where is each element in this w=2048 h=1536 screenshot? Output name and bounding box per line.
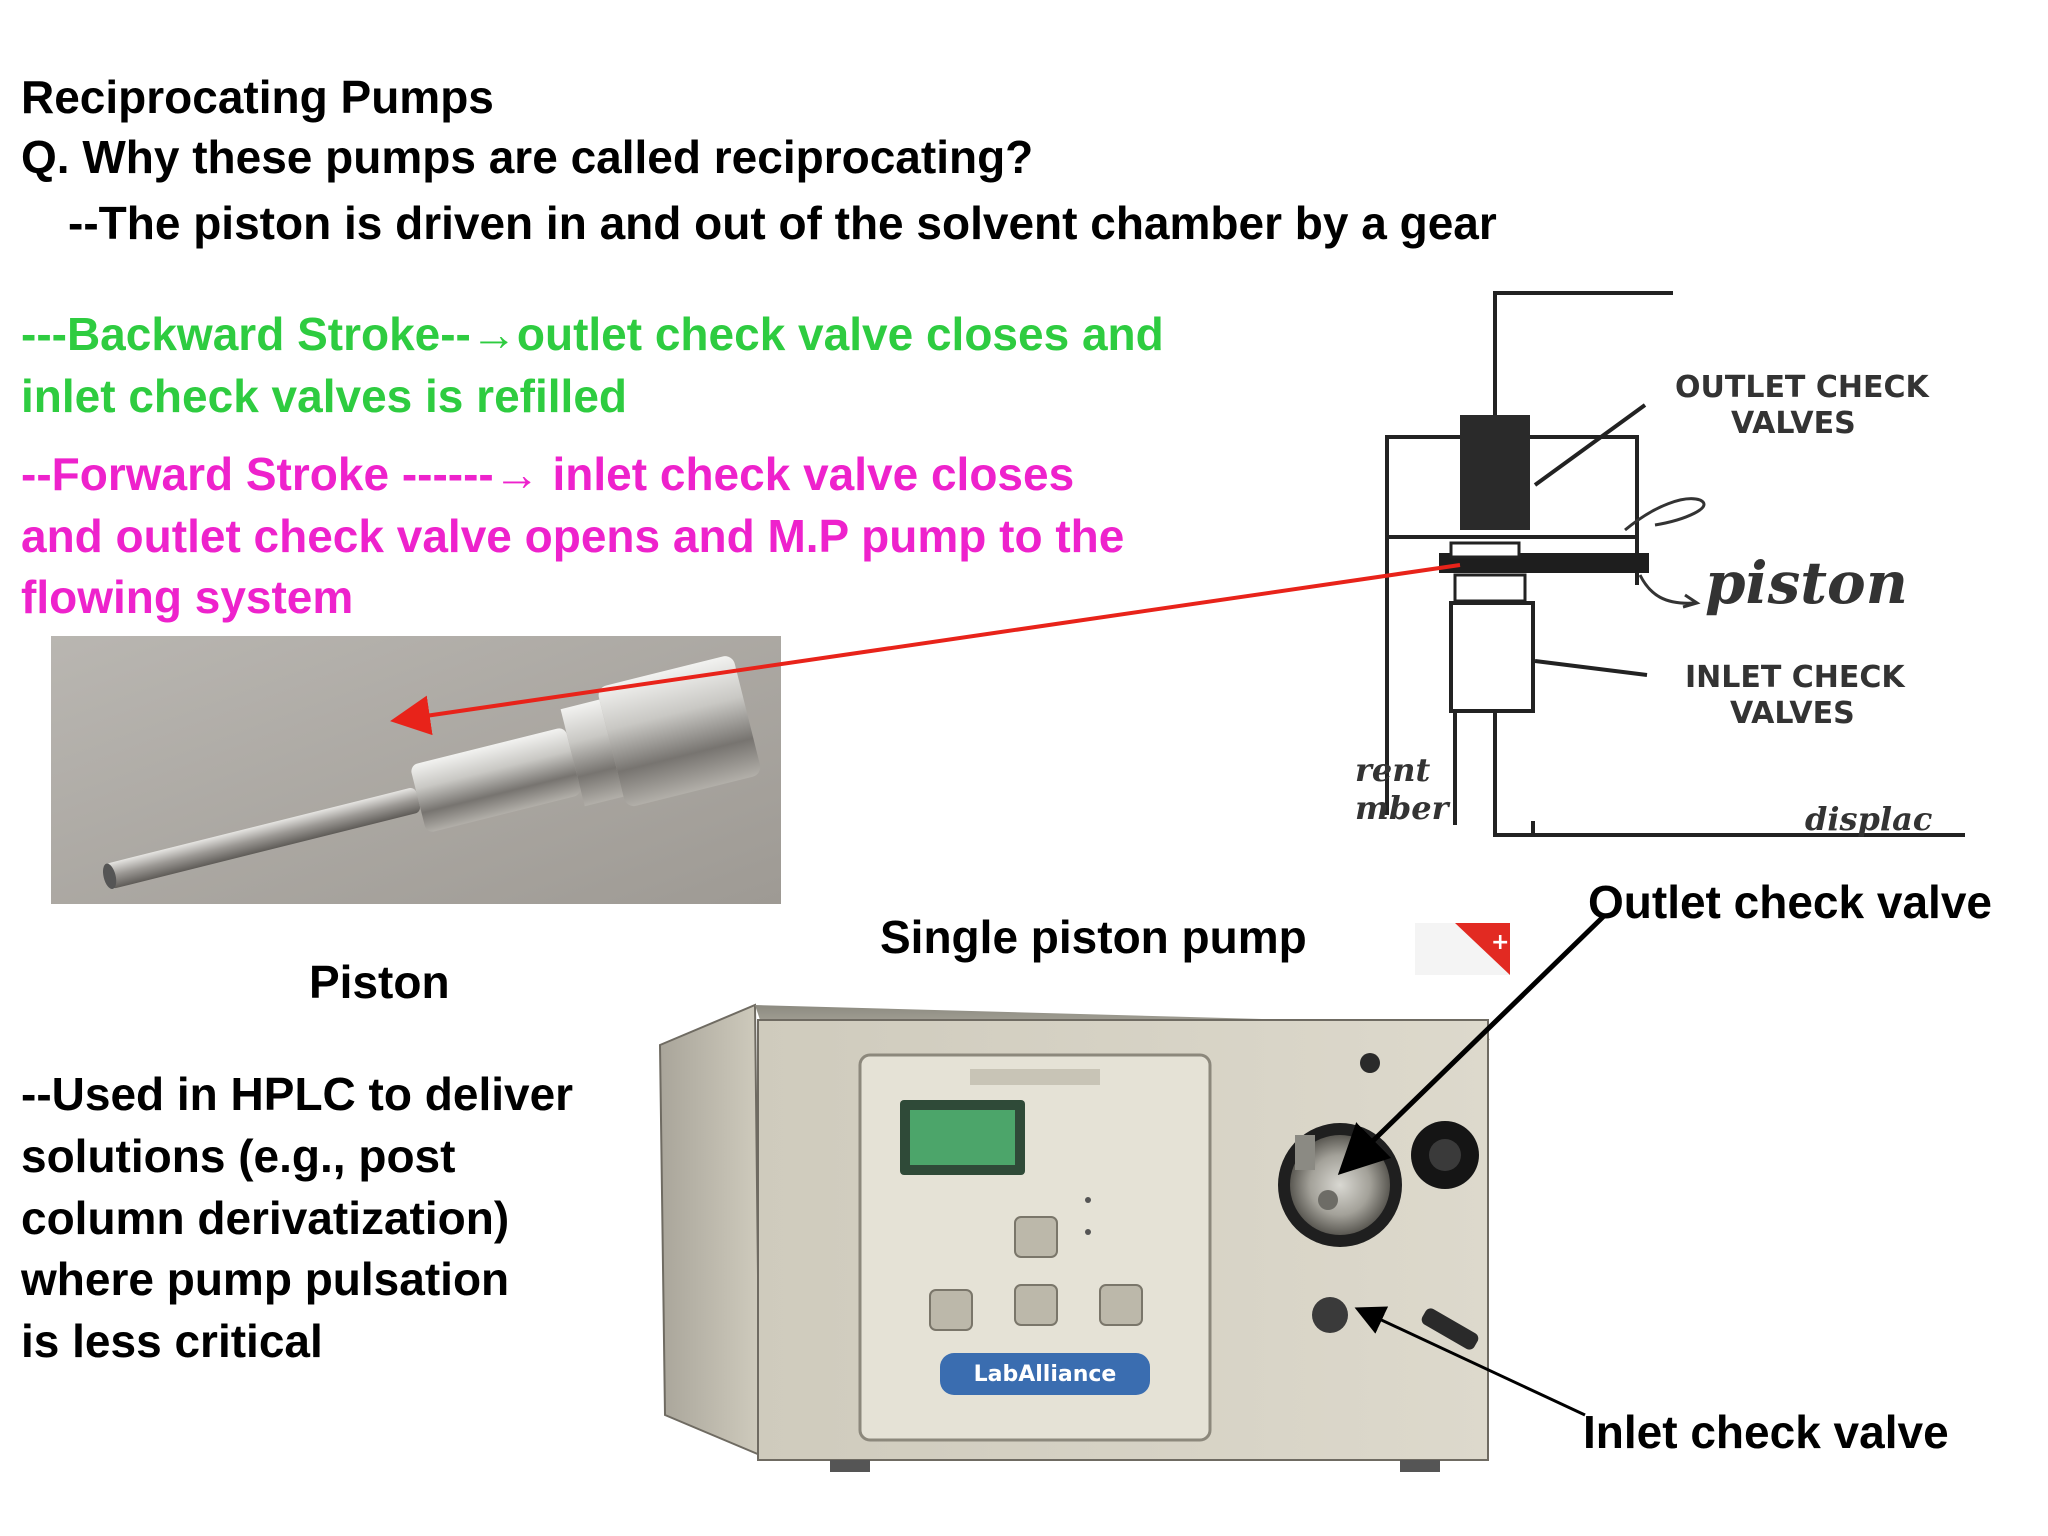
forward-stroke-line-2: and outlet check valve opens and M.P pum… [21,510,1125,562]
usage-line-1: --Used in HPLC to deliver [21,1068,574,1120]
solvent-label-1: rent [1355,751,1430,789]
forward-stroke-line-1: --Forward Stroke ------→ inlet check val… [21,448,1075,500]
outlet-check-valve-drawing [1460,415,1530,530]
outlet-check-valve-caption: Outlet check valve [1588,876,1992,928]
usage-line-5: is less critical [21,1315,323,1367]
answer-text: --The piston is driven in and out of the… [68,197,1497,249]
panel-button-left[interactable] [929,1289,973,1331]
panel-button-right[interactable] [1099,1284,1143,1326]
usage-line-3: column derivatization) [21,1192,510,1244]
pump-schematic: OUTLET CHECK VALVES piston INLET CHECK V… [1355,285,1975,850]
single-piston-pump-caption: Single piston pump [880,911,1307,963]
question-text: Q. Why these pumps are called reciprocat… [21,131,1034,183]
piston-collar [411,728,581,832]
piston-caption: Piston [309,956,450,1008]
backward-stroke-line-1: ---Backward Stroke--→outlet check valve … [21,308,1164,360]
outlet-label-2: VALVES [1731,406,1856,441]
slide-title: Reciprocating Pumps [21,71,494,123]
inlet-label-1: INLET CHECK [1685,660,1906,695]
usage-line-2: solutions (e.g., post [21,1130,456,1182]
solvent-label-2: mber [1355,789,1451,827]
displace-label: displac [1805,800,1932,838]
inlet-label-2: VALVES [1730,696,1855,731]
refill-corner-icon: + [1415,923,1510,975]
inlet-fitting [1312,1297,1348,1333]
inlet-check-valve-caption: Inlet check valve [1583,1406,1949,1458]
usage-line-4: where pump pulsation [21,1253,510,1305]
brand-plate [940,1353,1150,1395]
forward-stroke-line-3: flowing system [21,571,354,623]
svg-text:+: + [1491,930,1509,955]
piston-photo [51,636,781,904]
panel-button-center[interactable] [1014,1284,1058,1326]
piston-rod [105,788,421,889]
backward-stroke-line-2: inlet check valves is refilled [21,370,627,422]
outlet-label-1: OUTLET CHECK [1675,370,1930,405]
single-piston-pump-photo: LabAlliance [640,985,1500,1495]
panel-button-top[interactable] [1014,1216,1058,1258]
brand-logo-text: LabAlliance [974,1362,1117,1387]
piston-handwritten-label: piston [1705,549,1908,617]
